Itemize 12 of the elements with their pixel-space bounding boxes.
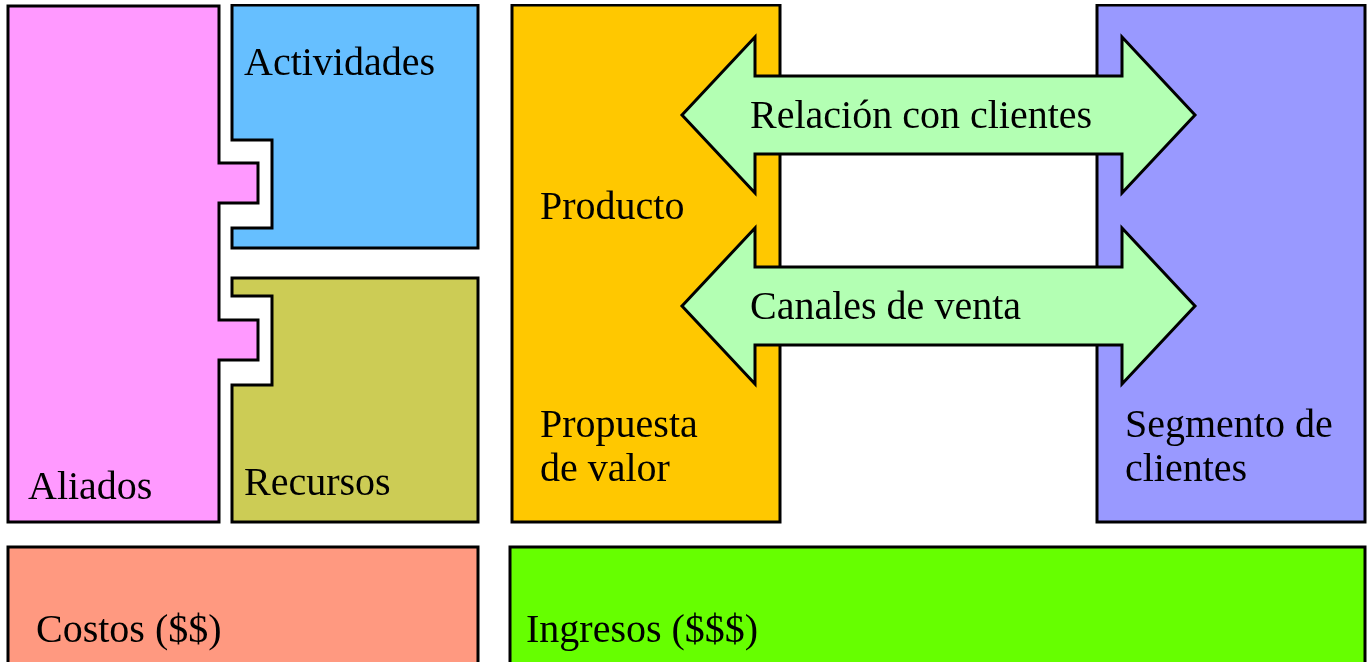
- box-label: Propuesta de valor: [540, 402, 699, 490]
- box-label: Aliados: [28, 464, 153, 508]
- box-label: Segmento de clientes: [1125, 402, 1334, 490]
- double-arrow: [679, 224, 1198, 388]
- edge-label: Relación con clientes: [750, 93, 1093, 137]
- box-label: Recursos: [244, 460, 391, 504]
- double-arrow: [679, 33, 1198, 197]
- box-label: Ingresos ($$$): [526, 607, 759, 651]
- edge-label: Canales de venta: [750, 284, 1021, 328]
- box-label: Costos ($$): [36, 607, 222, 651]
- box-label: Actividades: [244, 40, 436, 84]
- box-label: Producto: [540, 184, 685, 228]
